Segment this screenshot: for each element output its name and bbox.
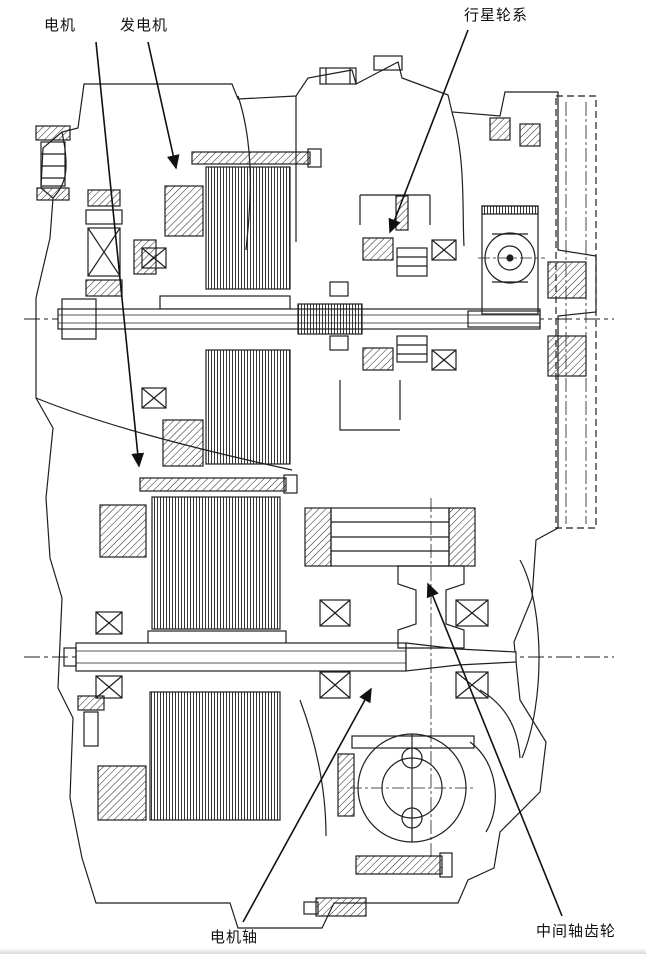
leader-arrow-planetary (388, 29, 469, 234)
left-bolt-assembly (35, 125, 71, 201)
generator-resolver-stack (85, 189, 167, 409)
differential (303, 733, 496, 917)
leader-arrow-generator (147, 41, 180, 170)
housing-outline (35, 61, 597, 929)
rear-cover-panel (547, 95, 597, 529)
page-edge-shadow (0, 948, 646, 954)
leader-arrows (95, 29, 563, 923)
label-motor: 电机 (44, 17, 77, 34)
motor-stator (77, 474, 298, 821)
leader-arrow-motor-shaft (242, 687, 372, 923)
label-generator: 发电机 (120, 17, 169, 34)
motor-shaft (24, 642, 614, 672)
counter-gear-train (304, 498, 489, 860)
generator-stator (159, 148, 322, 467)
label-planetary-gear-train: 行星轮系 (464, 7, 529, 24)
label-countershaft-gear: 中间轴齿轮 (536, 923, 617, 940)
input-shaft (24, 298, 614, 340)
top-bolts (319, 55, 541, 147)
leader-arrow-countershaft-gear (426, 582, 563, 917)
final-drive (478, 205, 545, 315)
leader-arrow-motor (95, 41, 145, 468)
label-motor-shaft: 电机轴 (210, 929, 259, 946)
